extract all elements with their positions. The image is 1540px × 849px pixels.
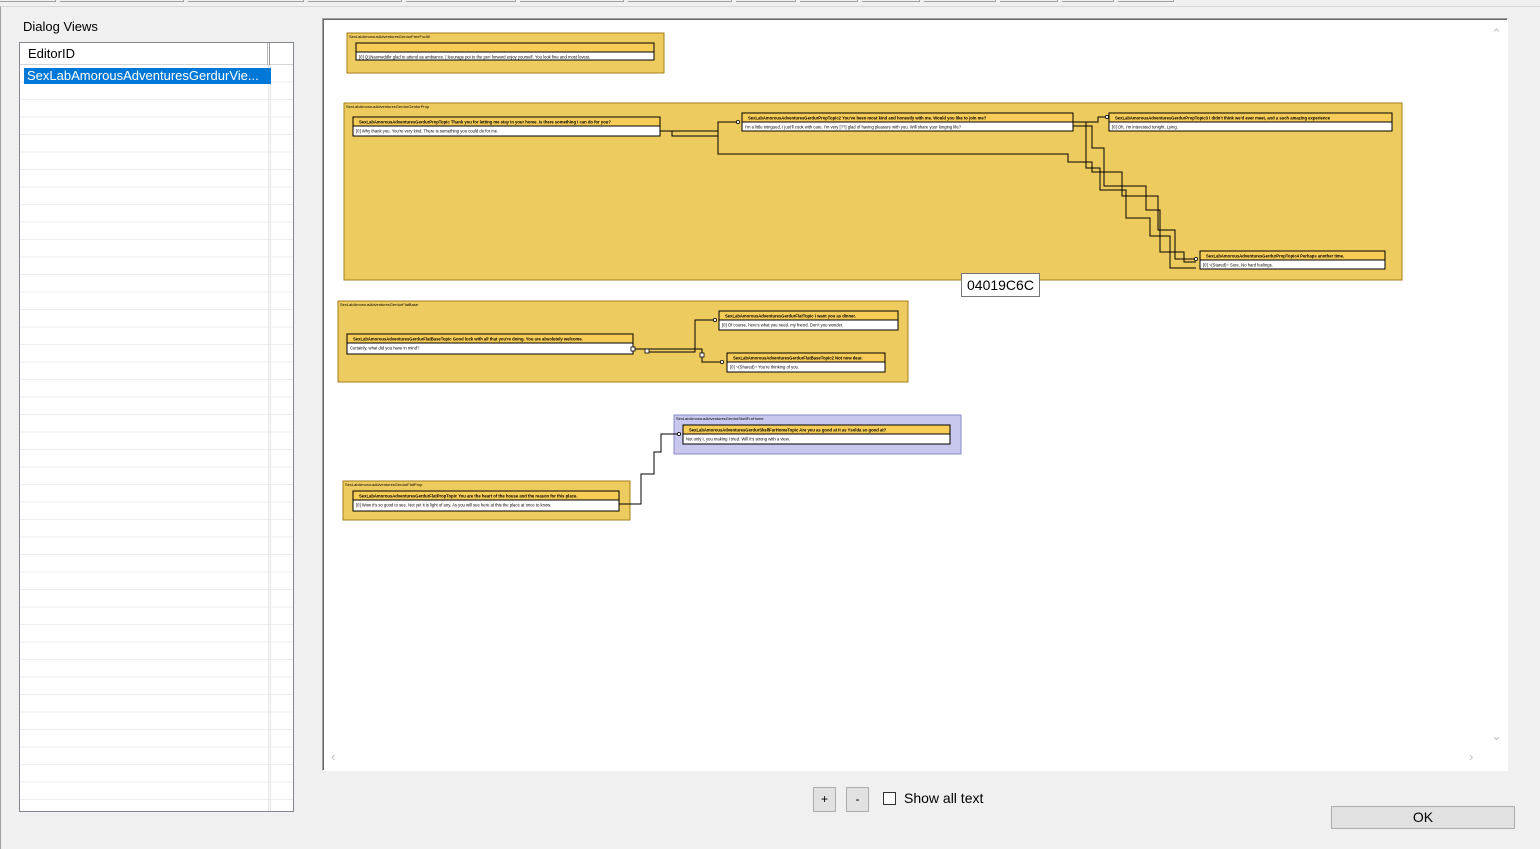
column-header-editorid[interactable]: EditorID xyxy=(20,43,268,65)
dialog-group-title: SexLabAmorousAdventuresGerdurFreeForAll xyxy=(349,34,430,39)
dialog-views-list[interactable]: EditorID SexLabAmorousAdventuresGerdurVi… xyxy=(19,42,294,812)
dialog-group-title: SexLabAmorousAdventuresGerdurSkellFurHom… xyxy=(676,416,764,421)
dialog-node-header xyxy=(355,42,655,53)
dialog-node-body xyxy=(682,433,951,445)
dialog-node-body xyxy=(1199,259,1386,270)
dialog-group-title: SexLabAmorousAdventuresGerdurFlatBase xyxy=(340,302,419,307)
dialog-node-text: [0] Q1Naonwddkr glad to attend as ambian… xyxy=(359,55,590,60)
ok-button[interactable]: OK xyxy=(1331,806,1515,829)
dialog-node-body xyxy=(352,499,620,512)
dialog-node-body xyxy=(355,51,655,61)
top-tab-strip xyxy=(0,0,1540,8)
list-item-selected[interactable]: SexLabAmorousAdventuresGerdurVie... xyxy=(24,68,271,84)
dialog-node-title: SexLabAmorousAdventuresGerdurPropTopic4 … xyxy=(1206,254,1344,259)
dialog-group-title: SexLabAmorousAdventuresGerdurGerdurProp xyxy=(346,104,430,109)
zoom-out-button[interactable]: - xyxy=(846,787,869,812)
dialog-node-text: [0] Why thank you. You're very kind. The… xyxy=(356,129,498,134)
dialog-node-text: [0] Oh, I'm interested tonight. Lying. xyxy=(1112,125,1178,130)
column-gridline xyxy=(268,65,269,811)
dialog-link-arrow xyxy=(1105,115,1110,120)
zoom-in-button[interactable]: + xyxy=(813,787,836,812)
dialog-link-joint xyxy=(630,346,636,352)
dialog-link-line xyxy=(1073,121,1196,269)
column-gridline xyxy=(270,65,271,811)
scroll-right-arrow[interactable]: › xyxy=(1469,749,1474,764)
dialog-node-text: [0] Wow it's so good to see. Not yet it … xyxy=(356,503,551,508)
dialog-link-arrow xyxy=(1194,256,1199,261)
list-header: EditorID xyxy=(20,43,293,65)
dialog-node-title: SexLabAmorousAdventuresGerdurFlatBaseTop… xyxy=(353,337,583,342)
horizontal-scrollbar[interactable]: ‹ › xyxy=(325,749,1487,767)
column-resize-handle[interactable] xyxy=(268,43,270,65)
dialog-node-body xyxy=(718,319,899,331)
show-all-text-label: Show all text xyxy=(904,790,984,806)
column-header-empty[interactable] xyxy=(272,43,293,65)
dialog-link-arrow xyxy=(712,317,717,322)
dialog-link-line xyxy=(660,130,1196,260)
dialog-link-arrow xyxy=(719,359,724,364)
dialog-link-line xyxy=(1073,125,1196,263)
dialog-node-title: SexLabAmorousAdventuresGerdurPropTopic T… xyxy=(359,120,611,125)
dialog-node-text: Not only I, you making I tried. Will it'… xyxy=(686,437,790,442)
dialog-link-arrow xyxy=(735,120,740,125)
dialog-node-text: [0] ~(Stared)~ Sure. No hard feelings. xyxy=(1203,263,1273,268)
dialog-node-text: [0] ~(Shared)~ You're thinking of you. xyxy=(730,365,799,370)
dialog-group-title: SexLabAmorousAdventuresGerdurFlatProp xyxy=(345,482,423,487)
form-id-tooltip: 04019C6C xyxy=(961,273,1040,297)
dialog-node-title: SexLabAmorousAdventuresGerdurFlatTopic I… xyxy=(725,314,856,319)
dialog-link-joint xyxy=(644,348,650,354)
dialog-node-text: [0] Of course, here's what you need. my … xyxy=(722,323,843,328)
scroll-left-arrow[interactable]: ‹ xyxy=(331,749,336,764)
dialog-link-arrow xyxy=(676,431,681,436)
dialog-link-line xyxy=(1073,116,1107,123)
dialog-node-title: SexLabAmorousAdventuresGerdurSkellFurHom… xyxy=(689,428,887,433)
dialog-link-line xyxy=(619,433,679,505)
dialog-node-body xyxy=(1108,121,1393,132)
dialog-views-label: Dialog Views xyxy=(23,19,98,34)
dialog-graph-canvas[interactable]: SexLabAmorousAdventuresGerdurFreeForAll [… xyxy=(322,18,1508,771)
dialog-node-title: SexLabAmorousAdventuresGerdurFlatBaseTop… xyxy=(733,356,863,361)
scroll-up-arrow[interactable]: ⌃ xyxy=(1491,26,1502,41)
dialog-node-text: I'm a little intrigued, I just'll cook w… xyxy=(745,125,962,130)
scroll-down-arrow[interactable]: ⌄ xyxy=(1491,728,1502,743)
dialog-node-title: SexLabAmorousAdventuresGerdurFlatPropTop… xyxy=(359,494,578,499)
list-rows xyxy=(20,65,293,811)
show-all-text-checkbox[interactable] xyxy=(883,792,896,805)
dialog-node-body xyxy=(726,361,886,373)
dialog-node-title: SexLabAmorousAdventuresGerdurPropTopic3 … xyxy=(1115,116,1331,121)
vertical-scrollbar[interactable]: ⌃ ⌄ xyxy=(1487,21,1505,749)
dialog-node-text: Certainly, what did you have in mind? xyxy=(350,346,420,351)
dialog-graph-svg: SexLabAmorousAdventuresGerdurFreeForAll [… xyxy=(337,32,1403,521)
dialog-link-joint xyxy=(699,352,705,358)
dialog-node-title: SexLabAmorousAdventuresGerdurPropTopic2 … xyxy=(748,116,987,121)
